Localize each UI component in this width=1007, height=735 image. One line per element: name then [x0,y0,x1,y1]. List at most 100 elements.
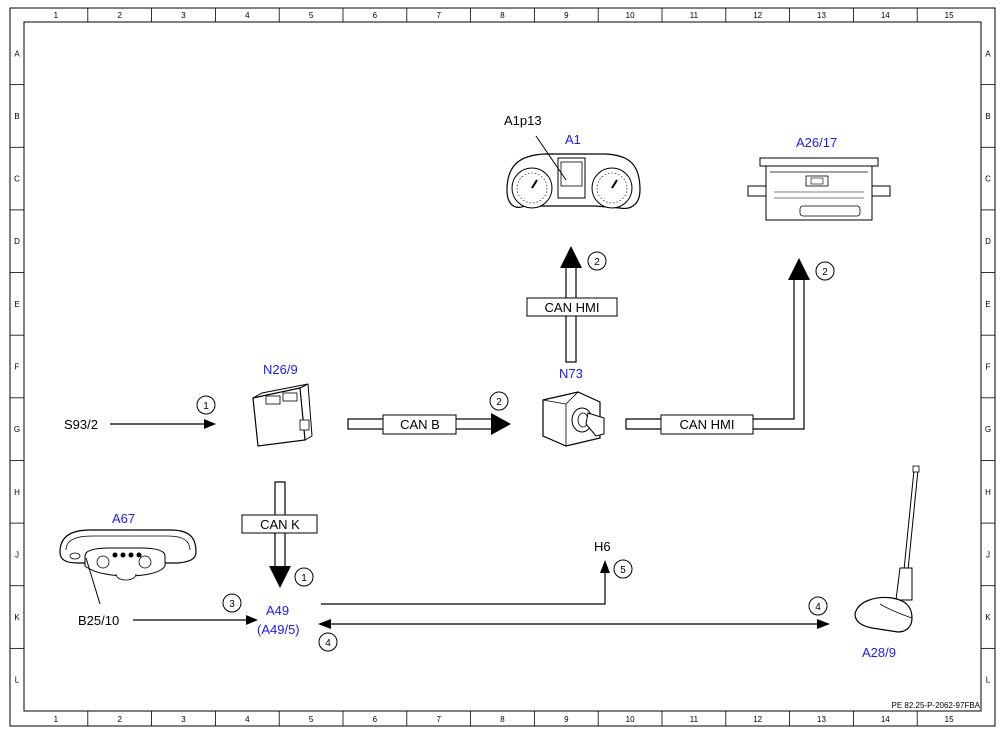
rear-view-mirror-a67 [59,529,197,605]
grid-row-label-right: K [985,613,991,622]
svg-text:2: 2 [496,397,502,408]
grid-column-label-bottom: 6 [373,715,378,724]
grid-column-label-bottom: 10 [626,715,635,724]
grid-row-label-left: C [14,175,20,184]
grid-column-label-top: 11 [690,11,699,20]
label-a67: A67 [112,511,135,526]
label-h6: H6 [594,539,611,554]
instrument-cluster-a1 [506,135,641,210]
label-a1: A1 [565,132,581,147]
callout-1-s93: 1 [196,395,216,415]
grid-column-label-bottom: 13 [817,715,826,724]
svg-text:1: 1 [301,573,307,584]
can-b-label: CAN B [400,417,440,432]
can-b-label-box [382,414,457,435]
grid-column-label-top: 7 [436,11,441,20]
inner-frame [23,21,982,712]
grid-column-label-bottom: 5 [309,715,314,724]
grid-column-label-bottom: 3 [181,715,186,724]
grid-row-label-right: A [985,49,991,58]
antenna-a28-9 [854,465,920,633]
grid-column-label-top: 10 [626,11,635,20]
grid-row-label-left: J [15,550,19,559]
grid-column-label-bottom: 12 [753,715,762,724]
grid-column-label-bottom: 9 [564,715,569,724]
svg-text:1: 1 [203,401,209,412]
callout-2-a1: 2 [587,251,607,271]
grid-column-label-bottom: 15 [945,715,954,724]
grid-row-label-left: A [14,49,20,58]
callout-1-can-k: 1 [294,567,314,587]
grid-column-label-top: 12 [753,11,762,20]
grid-column-label-top: 14 [881,11,890,20]
svg-text:2: 2 [822,267,828,278]
callout-2-a26: 2 [815,261,835,281]
grid-column-label-bottom: 7 [436,715,441,724]
drawing-reference: PE 82.25-P-2062-97FBA [892,701,981,710]
grid-column-label-bottom: 8 [500,715,505,724]
arrow-head-h6 [600,560,610,573]
callout-4-a28-right: 4 [808,596,828,616]
head-unit-a26-17 [747,157,891,221]
callout-3-b25: 3 [222,593,242,613]
grid-column-label-top: 1 [54,11,59,20]
svg-text:4: 4 [815,602,821,613]
b25-10-leader-line [85,557,101,605]
grid-row-label-right: L [986,676,991,685]
label-a26-17: A26/17 [796,135,837,150]
can-hmi-vertical-label-box [526,297,618,317]
svg-text:5: 5 [620,565,626,576]
arrow-head-s93-2 [204,419,216,429]
grid-row-label-right: B [985,112,990,121]
arrow-head-a28-9-left [318,619,331,629]
a1p13-leader-line [535,135,567,181]
can-hmi-horizontal-label: CAN HMI [680,417,735,432]
grid-row-label-right: H [985,488,991,497]
label-a49: A49 [266,603,289,618]
grid-column-label-bottom: 14 [881,715,890,724]
callout-2-can-b: 2 [489,391,509,411]
callout-4-a28-left: 4 [318,632,338,652]
grid-row-label-left: K [14,613,20,622]
outer-frame [9,7,996,727]
grid-column-label-top: 4 [245,11,250,20]
label-a28-9: A28/9 [862,645,896,660]
svg-text:4: 4 [325,638,331,649]
control-unit-n26-9 [252,383,313,447]
grid-labels: 1122334455667788991010111112121313141415… [14,11,991,724]
can-k-bus [269,481,291,588]
ignition-switch-n73 [542,391,605,447]
grid-row-label-right: E [985,300,990,309]
grid-column-label-top: 8 [500,11,505,20]
label-b25-10: B25/10 [78,613,119,628]
grid-column-label-top: 9 [564,11,569,20]
grid-column-label-top: 6 [373,11,378,20]
grid-column-label-bottom: 2 [117,715,122,724]
can-hmi-horizontal-label-box [660,414,754,435]
grid-row-label-right: D [985,237,991,246]
grid-column-label-bottom: 11 [690,715,699,724]
grid-column-label-top: 5 [309,11,314,20]
can-hmi-vertical-label: CAN HMI [545,300,600,315]
label-n26-9: N26/9 [263,362,298,377]
grid-marks [10,8,995,726]
grid-row-label-left: G [14,425,20,434]
grid-column-label-bottom: 1 [54,715,59,724]
arrow-head-b25-10 [246,615,258,625]
grid-row-label-left: L [15,676,20,685]
grid-row-label-left: H [14,488,20,497]
arrow-head-a28-9-right [817,619,830,629]
grid-row-label-left: B [14,112,19,121]
grid-row-label-left: D [14,237,20,246]
grid-row-label-right: C [985,175,991,184]
callout-5-h6: 5 [613,559,633,579]
label-s93-2: S93/2 [64,417,98,432]
grid-row-label-right: J [986,550,990,559]
grid-column-label-bottom: 4 [245,715,250,724]
label-a1p13: A1p13 [504,113,542,128]
label-n73: N73 [559,366,583,381]
grid-column-label-top: 3 [181,11,186,20]
can-k-label: CAN K [260,517,300,532]
grid-row-label-left: F [15,363,20,372]
can-hmi-bus-to-a26-17 [625,258,810,430]
